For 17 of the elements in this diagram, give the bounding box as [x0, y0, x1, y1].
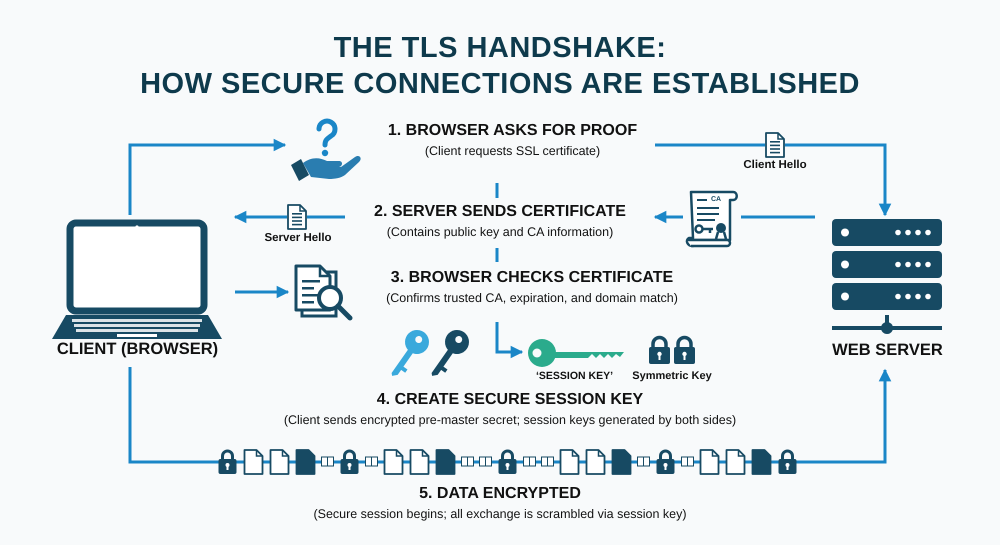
edge-label: Client Hello — [741, 159, 809, 171]
step-title: 3. BROWSER CHECKS CERTIFICATE — [390, 268, 674, 288]
step-description: (Client requests SSL certificate) — [424, 143, 602, 159]
diagram-title: THE TLS HANDSHAKE: HOW SECURE CONNECTIONS ARE ESTABLISHED — [139, 31, 861, 102]
step-title: 4. CREATE SECURE SESSION KEY — [376, 390, 644, 410]
step-description: (Client sends encrypted pre-master secret; session keys generated by both sides) — [282, 412, 738, 428]
key-label: ‘SESSION KEY’ — [534, 370, 614, 382]
edge-label: Server Hello — [262, 232, 334, 244]
step-title: 5. DATA ENCRYPTED — [418, 484, 582, 504]
key-caption: Symmetric Key — [630, 370, 714, 382]
step-description: (Secure session begins; all exchange is scrambled via session key) — [312, 506, 688, 522]
step-description: (Confirms trusted CA, expiration, and domain match) — [385, 290, 679, 306]
step-description: (Contains public key and CA information) — [386, 224, 614, 240]
step-title: 1. BROWSER ASKS FOR PROOF — [386, 121, 638, 141]
device-label: CLIENT (BROWSER) — [56, 340, 220, 359]
step-title: 2. SERVER SENDS CERTIFICATE — [373, 202, 627, 222]
device-label: WEB SERVER — [831, 341, 944, 360]
